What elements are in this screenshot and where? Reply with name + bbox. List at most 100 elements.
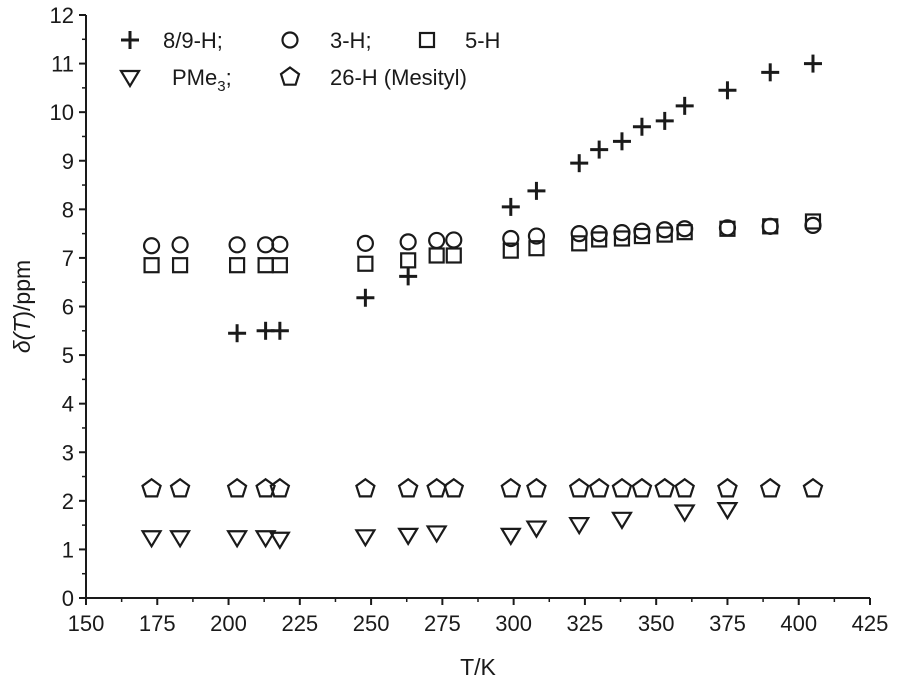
x-tick-label: 200 xyxy=(210,611,247,636)
point-circle xyxy=(633,222,651,240)
point-plus xyxy=(399,267,418,286)
point-triangle-down xyxy=(673,504,696,523)
point-plus xyxy=(228,324,247,343)
legend-marker-pentagon xyxy=(279,66,301,86)
point-pentagon xyxy=(568,477,590,498)
point-triangle-down xyxy=(611,511,633,530)
point-pentagon xyxy=(397,477,419,498)
point-circle xyxy=(570,225,588,243)
y-tick-label: 6 xyxy=(62,295,74,320)
point-pentagon xyxy=(631,477,653,498)
point-square xyxy=(804,213,822,230)
point-square xyxy=(613,230,631,247)
x-axis-title: T/K xyxy=(460,654,496,680)
point-plus xyxy=(761,63,780,82)
y-tick-label: 7 xyxy=(62,246,74,271)
y-tick-label: 4 xyxy=(62,392,74,417)
legend-marker-plus xyxy=(121,31,139,49)
point-plus xyxy=(270,321,289,340)
point-circle xyxy=(171,236,189,254)
x-tick-label: 300 xyxy=(495,611,532,636)
y-tick-label: 2 xyxy=(62,489,74,514)
point-triangle-down xyxy=(140,530,163,549)
point-triangle-down xyxy=(169,530,192,549)
point-pentagon xyxy=(717,477,738,498)
y-tick-label: 9 xyxy=(62,149,74,174)
y-tick-label: 3 xyxy=(62,440,74,465)
point-circle xyxy=(761,217,779,235)
x-tick-label: 375 xyxy=(709,611,746,636)
point-square xyxy=(591,231,608,248)
x-tick-label: 400 xyxy=(780,611,817,636)
y-tick-label: 5 xyxy=(62,343,74,368)
y-tick-label: 8 xyxy=(62,197,74,222)
y-axis-title-part: δ( xyxy=(9,330,35,353)
point-square xyxy=(428,247,445,264)
point-square xyxy=(762,218,779,235)
point-circle xyxy=(804,216,822,234)
point-circle xyxy=(656,221,674,239)
x-tick-label: 350 xyxy=(638,611,675,636)
y-axis-title: δ(T)/ppm xyxy=(9,260,35,353)
point-plus xyxy=(675,96,694,115)
point-plus xyxy=(655,111,674,130)
x-tick-label: 225 xyxy=(281,611,318,636)
legend-marker-square xyxy=(418,31,436,49)
legend-label: 3-H; xyxy=(330,28,372,53)
point-circle xyxy=(271,235,289,253)
y-axis-title-part: )/ppm xyxy=(9,260,35,319)
plot-axes xyxy=(85,15,870,599)
point-plus xyxy=(590,140,609,159)
point-square xyxy=(445,247,462,264)
point-pentagon xyxy=(611,477,633,498)
y-tick-label: 0 xyxy=(62,586,74,611)
point-square xyxy=(143,257,160,274)
point-triangle-down xyxy=(716,501,739,521)
point-pentagon xyxy=(500,477,522,498)
point-pentagon xyxy=(226,477,248,498)
x-tick-label: 425 xyxy=(852,611,889,636)
point-plus xyxy=(718,81,737,100)
x-tick-label: 150 xyxy=(68,611,105,636)
point-circle xyxy=(527,227,546,245)
point-plus xyxy=(612,132,631,151)
point-pentagon xyxy=(269,477,291,498)
point-pentagon xyxy=(759,477,781,498)
y-axis-title-variable: T xyxy=(9,317,35,333)
point-square xyxy=(271,257,288,274)
point-circle xyxy=(445,231,463,249)
point-circle xyxy=(228,236,246,254)
point-circle xyxy=(590,225,608,243)
point-plus xyxy=(356,288,375,307)
x-tick-label: 250 xyxy=(353,611,390,636)
y-tick-label: 12 xyxy=(50,3,74,28)
point-pentagon xyxy=(802,477,824,498)
point-square xyxy=(502,242,519,259)
x-tick-label: 325 xyxy=(567,611,604,636)
point-triangle-down xyxy=(425,525,448,544)
x-tick-label: 175 xyxy=(139,611,176,636)
point-circle xyxy=(613,224,631,242)
point-triangle-down xyxy=(499,527,522,546)
point-pentagon xyxy=(526,477,547,498)
point-square xyxy=(357,255,374,272)
point-triangle-down xyxy=(354,529,377,548)
point-square xyxy=(400,252,417,269)
point-plus xyxy=(632,117,651,136)
legend-label: 26-H (Mesityl) xyxy=(330,65,467,90)
point-circle xyxy=(356,234,374,252)
point-pentagon xyxy=(674,477,695,498)
point-plus xyxy=(501,197,520,216)
point-square xyxy=(257,257,274,274)
point-square xyxy=(171,257,189,274)
point-plus xyxy=(803,54,822,73)
point-square xyxy=(719,220,736,237)
point-square xyxy=(228,257,246,274)
point-triangle-down xyxy=(254,530,277,549)
point-circle xyxy=(399,233,417,251)
point-square xyxy=(633,227,651,245)
point-pentagon xyxy=(654,477,676,498)
